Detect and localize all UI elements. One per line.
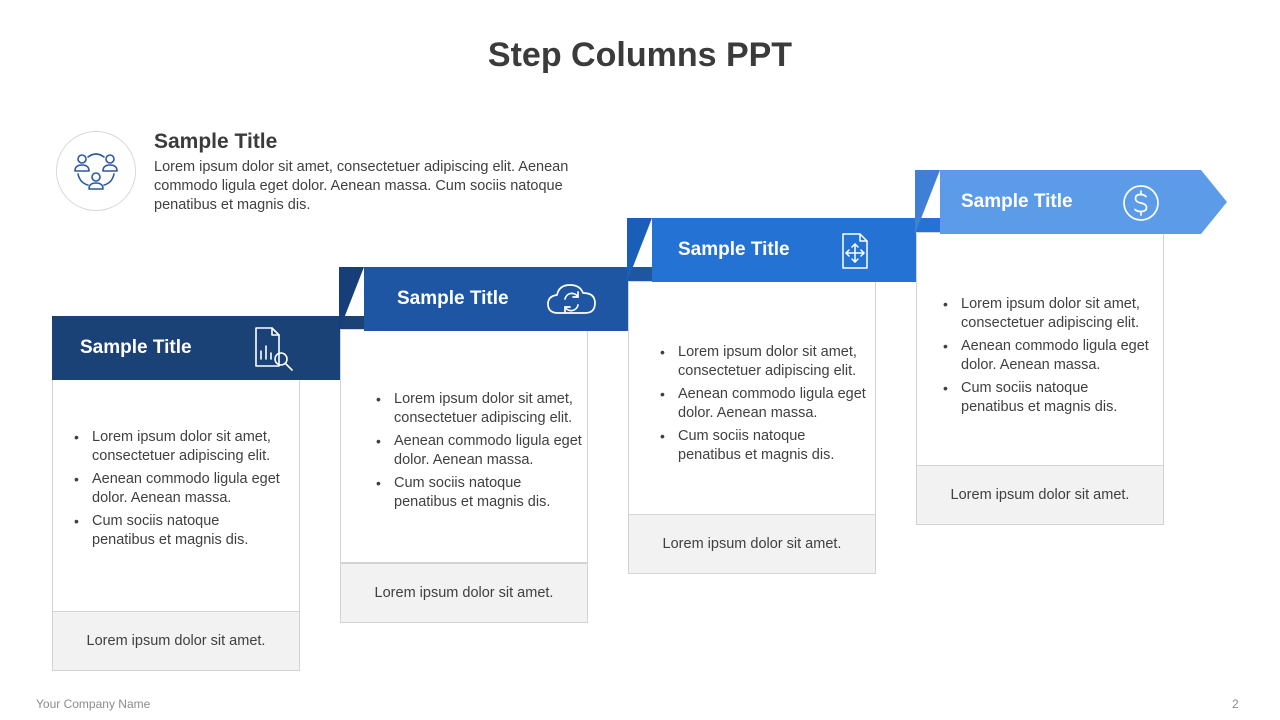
list-item: Aenean commodo ligula eget dolor. Aenean…	[374, 432, 584, 470]
list-item: Cum sociis natoque penatibus et magnis d…	[72, 512, 282, 550]
step-4-fold	[915, 170, 940, 234]
step-4-footer: Lorem ipsum dolor sit amet.	[916, 465, 1164, 525]
step-3-footer: Lorem ipsum dolor sit amet.	[628, 514, 876, 574]
step-4-bullets: Lorem ipsum dolor sit amet, consectetuer…	[941, 295, 1151, 421]
step-4-banner: Sample Title	[940, 170, 1227, 234]
list-item: Cum sociis natoque penatibus et magnis d…	[941, 379, 1151, 417]
list-item: Cum sociis natoque penatibus et magnis d…	[374, 474, 584, 512]
list-item: Aenean commodo ligula eget dolor. Aenean…	[658, 385, 868, 423]
report-search-icon	[252, 326, 296, 378]
cloud-sync-icon	[546, 279, 598, 325]
step-2-title: Sample Title	[397, 288, 509, 309]
list-item: Aenean commodo ligula eget dolor. Aenean…	[72, 470, 282, 508]
step-3-banner: Sample Title	[652, 218, 941, 282]
intro-text: Lorem ipsum dolor sit amet, consectetuer…	[154, 159, 569, 213]
slide-title: Step Columns PPT	[487, 36, 793, 74]
dollar-coin-icon	[1121, 183, 1161, 229]
step-4-title: Sample Title	[961, 191, 1073, 212]
list-item: Lorem ipsum dolor sit amet, consectetuer…	[374, 390, 584, 428]
step-1-banner: Sample Title	[52, 316, 364, 380]
step-1-bullets: Lorem ipsum dolor sit amet, consectetuer…	[72, 428, 282, 554]
team-network-icon	[56, 131, 136, 211]
step-3-bullets: Lorem ipsum dolor sit amet, consectetuer…	[658, 343, 868, 469]
step-3-fold	[627, 218, 652, 282]
company-name: Your Company Name	[36, 697, 151, 711]
step-1-title: Sample Title	[80, 337, 192, 358]
step-2-bullets: Lorem ipsum dolor sit amet, consectetuer…	[374, 390, 584, 516]
list-item: Lorem ipsum dolor sit amet, consectetuer…	[941, 295, 1151, 333]
step-2-banner: Sample Title	[364, 267, 653, 331]
list-item: Aenean commodo ligula eget dolor. Aenean…	[941, 337, 1151, 375]
page-number: 2	[1232, 697, 1239, 711]
step-2-footer: Lorem ipsum dolor sit amet.	[340, 563, 588, 623]
list-item: Lorem ipsum dolor sit amet, consectetuer…	[658, 343, 868, 381]
step-3-title: Sample Title	[678, 239, 790, 260]
list-item: Cum sociis natoque penatibus et magnis d…	[658, 427, 868, 465]
step-2-fold	[339, 267, 364, 331]
list-item: Lorem ipsum dolor sit amet, consectetuer…	[72, 428, 282, 466]
document-move-icon	[840, 232, 870, 276]
step-1-footer: Lorem ipsum dolor sit amet.	[52, 611, 300, 671]
intro-title: Sample Title	[154, 130, 278, 153]
